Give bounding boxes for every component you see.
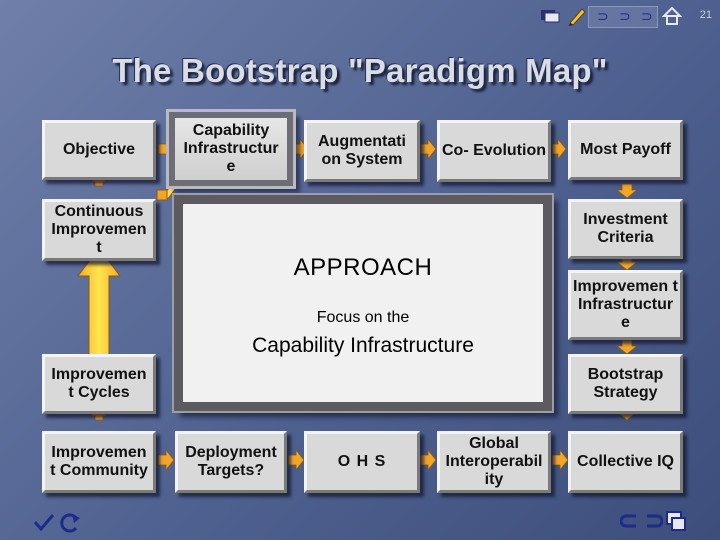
next-icon[interactable]: ⊃ <box>619 8 631 24</box>
back-icon[interactable] <box>620 512 640 532</box>
box-capability-infrastructure: Capability Infrastructur e <box>175 118 287 180</box>
home-icon[interactable] <box>662 6 682 26</box>
arrow-right-icon <box>287 448 305 472</box>
arrow-right-icon <box>157 448 175 472</box>
forward-icon[interactable] <box>643 512 663 532</box>
slides-overview-icon[interactable] <box>665 510 687 532</box>
big-up-arrow-icon <box>77 247 121 356</box>
arrow-right-icon <box>551 448 569 472</box>
box-co-evolution: Co- Evolution <box>437 120 551 182</box>
box-collective-iq: Collective IQ <box>568 431 683 493</box>
slide-index-icon[interactable] <box>539 8 561 24</box>
last-icon[interactable]: ⊃ <box>641 8 653 24</box>
box-objective: Objective <box>42 120 156 180</box>
box-continuous-improvement: Continuous Improvemen t <box>42 199 156 261</box>
checkmark-icon[interactable] <box>32 512 56 532</box>
page-number: 21 <box>699 9 712 21</box>
box-ohs: O H S <box>304 431 420 493</box>
box-most-payoff: Most Payoff <box>568 120 683 180</box>
box-augmentation-system: Augmentati on System <box>304 120 420 182</box>
nav-toolbar: ⊃ ⊃ ⊃ <box>588 6 658 28</box>
box-improvement-cycles: Improvemen t Cycles <box>42 354 156 414</box>
approach-heading: APPROACH <box>293 254 433 281</box>
previous-icon[interactable]: ⊃ <box>597 8 609 24</box>
box-deployment-targets: Deployment Targets? <box>175 431 287 493</box>
arrow-down-icon <box>615 339 639 355</box>
undo-icon[interactable] <box>58 510 82 534</box>
approach-subject-text: Capability Infrastructure <box>252 334 474 357</box>
box-bootstrap-strategy: Bootstrap Strategy <box>568 354 683 414</box>
arrow-right-icon <box>157 137 177 161</box>
box-improvement-community: Improvemen t Community <box>42 431 156 493</box>
box-improvement-infrastructure: Improvemen t Infrastructur e <box>568 270 683 340</box>
box-investment-criteria: Investment Criteria <box>568 199 683 259</box>
approach-panel: APPROACH Focus on the Capability Infrast… <box>172 193 554 413</box>
arrow-down-icon <box>615 183 639 199</box>
box-global-interoperability: Global Interoperabil ity <box>437 431 551 493</box>
arrow-right-icon <box>551 137 567 161</box>
arrow-right-icon <box>419 448 437 472</box>
pen-icon[interactable] <box>566 5 588 27</box>
page-title: The Bootstrap "Paradigm Map" <box>112 52 608 89</box>
arrow-right-icon <box>419 137 437 161</box>
approach-focus-text: Focus on the <box>316 309 410 326</box>
